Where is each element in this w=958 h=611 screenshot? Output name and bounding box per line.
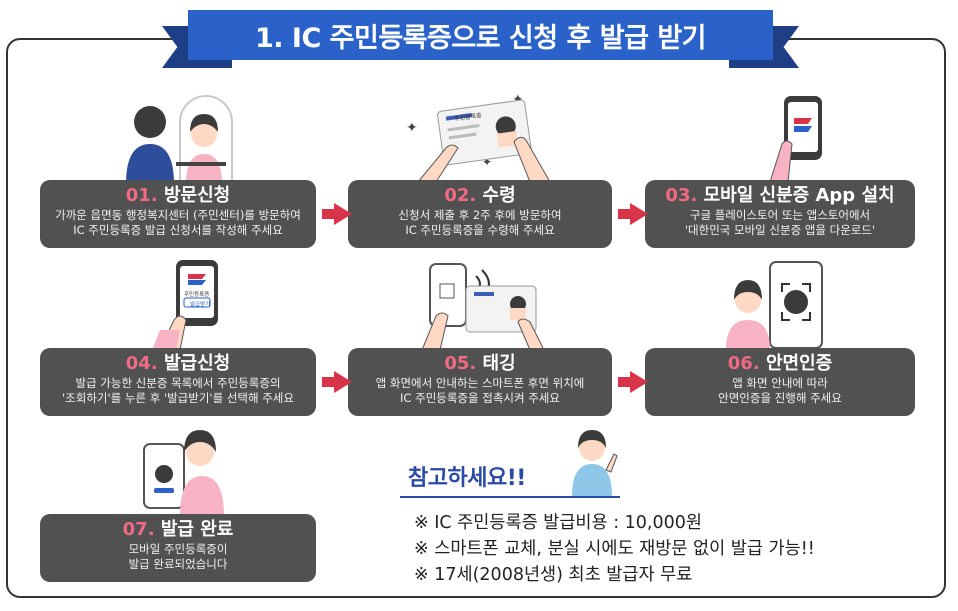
reference-underline bbox=[400, 496, 620, 498]
step-number: 02. bbox=[444, 185, 477, 206]
arrow-right-icon bbox=[322, 371, 352, 393]
step-title: 발급 완료 bbox=[160, 519, 234, 540]
reference-character-illustration bbox=[572, 430, 618, 496]
svg-text:✦: ✦ bbox=[406, 120, 418, 136]
step-number: 06. bbox=[727, 353, 760, 374]
step-card-01: 01. 방문신청 가까운 읍면동 행정복지센터 (주민센터)를 방문하여 IC … bbox=[40, 180, 316, 248]
step-card-06: 06. 안면인증 앱 화면 안내에 따라 안면인증을 진행해 주세요 bbox=[645, 348, 915, 416]
step-desc-line1: 앱 화면 안내에 따라 bbox=[732, 376, 828, 390]
step-title: 태깅 bbox=[482, 353, 516, 374]
step-desc-line1: 가까운 읍면동 행정복지센터 (주민센터)를 방문하여 bbox=[55, 208, 301, 222]
arrow-right-icon bbox=[618, 371, 648, 393]
step-number: 03. bbox=[665, 185, 698, 206]
step-number: 05. bbox=[444, 353, 477, 374]
reference-title: 참고하세요!! bbox=[408, 466, 526, 491]
step-desc-line1: 앱 화면에서 안내하는 스마트폰 후면 위치에 bbox=[375, 376, 585, 390]
step-title: 수령 bbox=[482, 185, 516, 206]
issue-complete-illustration bbox=[143, 430, 224, 516]
card-receive-illustration: ✦ ✦ ✦ bbox=[406, 92, 551, 182]
step-number: 07. bbox=[122, 519, 155, 540]
step-desc-line2: 안면인증을 진행해 주세요 bbox=[718, 391, 842, 405]
tagging-illustration bbox=[421, 263, 545, 350]
step-desc-line1: 발급 가능한 신분증 목록에서 주민등록증의 bbox=[75, 376, 281, 390]
step-title: 발급신청 bbox=[163, 353, 231, 374]
title-banner: 1. IC 주민등록증으로 신청 후 발급 받기 bbox=[162, 10, 799, 68]
step-number: 04. bbox=[125, 353, 158, 374]
arrow-right-icon bbox=[322, 203, 352, 225]
step-card-05: 05. 태깅 앱 화면에서 안내하는 스마트폰 후면 위치에 IC 주민등록증을… bbox=[348, 348, 612, 416]
step-desc-line1: 모바일 주민등록증이 bbox=[128, 542, 228, 556]
step-desc-line2: IC 주민등록증 발급 신청서를 작성해 주세요 bbox=[73, 223, 283, 237]
reference-note: ※ 스마트폰 교체, 분실 시에도 재방문 없이 발급 가능!! bbox=[414, 539, 815, 559]
step-desc-line2: '대한민국 모바일 신분증 앱을 다운로드' bbox=[684, 223, 876, 237]
face-auth-illustration bbox=[726, 261, 823, 350]
step-card-03: 03. 모바일 신분증 App 설치 구글 플레이스토어 또는 앱스토어에서 '… bbox=[645, 180, 915, 248]
visit-illustration bbox=[126, 95, 233, 184]
step-title: 방문신청 bbox=[163, 185, 231, 206]
step-title: 안면인증 bbox=[765, 353, 833, 374]
step-desc-line1: 구글 플레이스토어 또는 앱스토어에서 bbox=[689, 208, 871, 222]
step-desc-line1: 신청서 제출 후 2주 후에 방문하여 bbox=[398, 208, 562, 222]
step-number: 01. bbox=[125, 185, 158, 206]
step-desc-line2: 발급 완료되었습니다 bbox=[128, 557, 228, 571]
step-desc-line2: IC 주민등록증을 수령해 주세요 bbox=[405, 223, 555, 237]
reference-note: ※ 17세(2008년생) 최초 발급자 무료 bbox=[414, 565, 693, 585]
step-title: 모바일 신분증 App 설치 bbox=[703, 185, 895, 206]
phone-app-illustration bbox=[769, 96, 822, 182]
svg-text:✦: ✦ bbox=[482, 155, 492, 169]
step-desc-line2: '조회하기'를 누른 후 '발급받기'를 선택해 주세요 bbox=[62, 391, 294, 405]
issue-phone-illustration bbox=[152, 260, 218, 350]
arrow-right-icon bbox=[618, 203, 648, 225]
banner-title: 1. IC 주민등록증으로 신청 후 발급 받기 bbox=[188, 10, 773, 60]
reference-note: ※ IC 주민등록증 발급비용 : 10,000원 bbox=[414, 513, 702, 533]
step-desc-line2: IC 주민등록증을 접촉시켜 주세요 bbox=[400, 391, 560, 405]
step-card-02: 02. 수령 신청서 제출 후 2주 후에 방문하여 IC 주민등록증을 수령해… bbox=[348, 180, 612, 248]
step-card-07: 07. 발급 완료 모바일 주민등록증이 발급 완료되었습니다 bbox=[40, 514, 316, 582]
phone-label: 주민등록증 bbox=[184, 292, 210, 298]
step-card-04: 04. 발급신청 발급 가능한 신분증 목록에서 주민등록증의 '조회하기'를 … bbox=[40, 348, 316, 416]
issue-button: 발급받기 bbox=[190, 302, 211, 308]
reference-notes: ※ IC 주민등록증 발급비용 : 10,000원 ※ 스마트폰 교체, 분실 … bbox=[414, 510, 815, 588]
